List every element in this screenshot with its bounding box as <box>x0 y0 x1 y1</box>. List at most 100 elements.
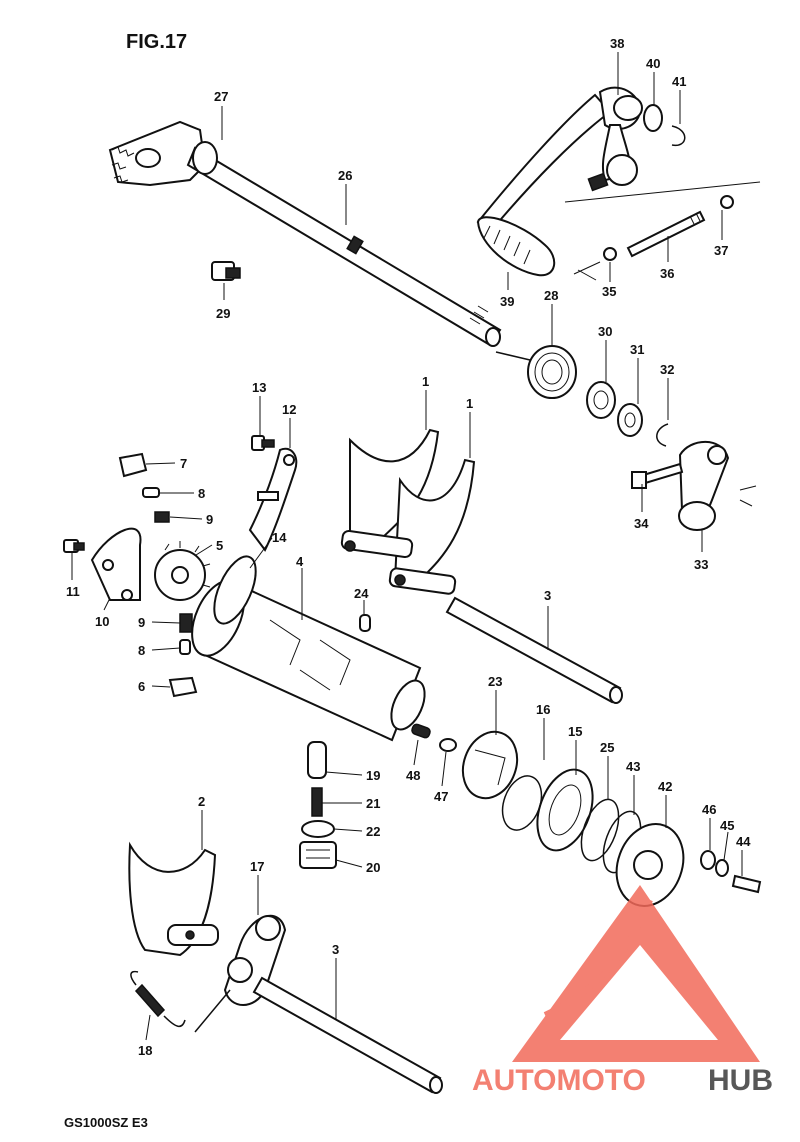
watermark-swoosh <box>543 898 653 1018</box>
pin-48 <box>411 723 431 739</box>
automotohub-watermark: AUTOMOTO HUB <box>472 885 773 1097</box>
fork-shaft-3-lower <box>252 976 443 1094</box>
shaft-collar <box>192 141 218 175</box>
bolt-20-detail <box>306 849 330 859</box>
callout-8a: 8 <box>198 486 205 501</box>
leader-48 <box>413 739 419 766</box>
cam-plate-23-detail <box>474 749 506 786</box>
leader-22 <box>333 828 363 832</box>
callout-35: 35 <box>602 284 616 299</box>
callout-45: 45 <box>720 818 734 833</box>
callout-8b: 8 <box>138 643 145 658</box>
washer-31-bore <box>624 412 636 428</box>
callout-16: 16 <box>536 702 550 717</box>
callout-42: 42 <box>658 779 672 794</box>
fork-shaft-lower-end <box>429 1076 443 1094</box>
pedal-rubber <box>476 216 556 277</box>
callout-19: 19 <box>366 768 380 783</box>
callout-3a: 3 <box>544 588 551 603</box>
callout-5: 5 <box>216 538 223 553</box>
pedal-guide-arrow <box>573 261 601 281</box>
watermark-text-hub: HUB <box>708 1064 773 1097</box>
callout-34: 34 <box>634 516 649 531</box>
callout-40: 40 <box>646 56 660 71</box>
callout-22: 22 <box>366 824 380 839</box>
pedal-rubber-ribs <box>483 225 531 265</box>
leader-lines <box>71 52 743 1041</box>
washer-46 <box>700 850 716 870</box>
callout-38: 38 <box>610 36 624 51</box>
shaft-ring <box>346 235 364 255</box>
fork-shaft-upper-end <box>609 686 623 704</box>
callout-14: 14 <box>272 530 287 545</box>
callout-24: 24 <box>354 586 369 601</box>
spring-9-upper <box>154 511 170 523</box>
pin-47 <box>439 738 457 752</box>
bolt-34-head <box>631 471 647 489</box>
shift-arm-17 <box>194 914 287 1033</box>
callout-26: 26 <box>338 168 352 183</box>
arm-17-lower-hub <box>227 957 253 983</box>
callout-11: 11 <box>66 584 80 599</box>
sector-teeth <box>111 146 135 183</box>
callout-33: 33 <box>694 557 708 572</box>
callout-1a: 1 <box>422 374 429 389</box>
leader-10 <box>103 597 111 611</box>
pedal-lower-boss <box>606 154 638 186</box>
cam-gear-5-teeth <box>164 541 211 588</box>
callout-25: 25 <box>600 740 614 755</box>
callout-36: 36 <box>660 266 674 281</box>
fork-1b-pin <box>394 574 406 586</box>
pin-nut-35 <box>603 247 617 261</box>
callout-44: 44 <box>736 834 751 849</box>
callout-4: 4 <box>296 554 304 569</box>
fork-2-pin <box>185 930 195 940</box>
circlip-32 <box>656 423 669 447</box>
leader-6 <box>151 685 171 688</box>
plate-10-hole-b <box>121 589 133 601</box>
spring-9-lower <box>179 613 193 633</box>
callout-31: 31 <box>630 342 644 357</box>
bolt-19 <box>307 741 327 779</box>
pin-nut-37 <box>720 195 734 209</box>
gearshift-shaft-assembly <box>108 120 502 347</box>
fork-shaft-3-upper <box>445 596 623 704</box>
spring-18 <box>130 970 186 1028</box>
fork-1a-boss <box>340 529 414 559</box>
screw-11-thread <box>73 542 85 551</box>
callout-43: 43 <box>626 759 640 774</box>
spring-18-hooks <box>130 970 186 1028</box>
spring-coil-inner <box>534 352 570 392</box>
callout-3b: 3 <box>332 942 339 957</box>
callout-10: 10 <box>95 614 109 629</box>
pin-8-upper <box>142 487 160 498</box>
shift-fork-2 <box>128 841 219 957</box>
shift-pedal-assembly <box>476 86 761 281</box>
arm-guide-arrow <box>739 485 757 507</box>
shift-cam-right-end <box>390 679 426 731</box>
callout-6: 6 <box>138 679 145 694</box>
shaft-spline <box>469 305 489 325</box>
leader-7 <box>145 462 176 465</box>
pin-thread <box>689 212 701 225</box>
washer-22 <box>301 820 335 838</box>
callout-28: 28 <box>544 288 558 303</box>
pin-24 <box>359 614 371 632</box>
leader-19 <box>325 771 363 776</box>
callout-27: 27 <box>214 89 228 104</box>
leader-5 <box>195 544 213 556</box>
spring-coil-core <box>541 359 563 385</box>
callout-41: 41 <box>672 74 686 89</box>
bearing-30-bore <box>593 390 609 410</box>
pedal-arm <box>476 93 612 234</box>
pin-7 <box>118 452 148 478</box>
leader-20 <box>335 859 363 868</box>
ring-25 <box>580 798 620 862</box>
plate-12-hole <box>283 454 295 466</box>
spring-21 <box>311 787 323 817</box>
callout-13: 13 <box>252 380 266 395</box>
stopper-bolt-assembly <box>299 741 337 869</box>
washer-45 <box>715 859 729 877</box>
shift-arm-pawl <box>678 501 716 531</box>
callout-18: 18 <box>138 1043 152 1058</box>
